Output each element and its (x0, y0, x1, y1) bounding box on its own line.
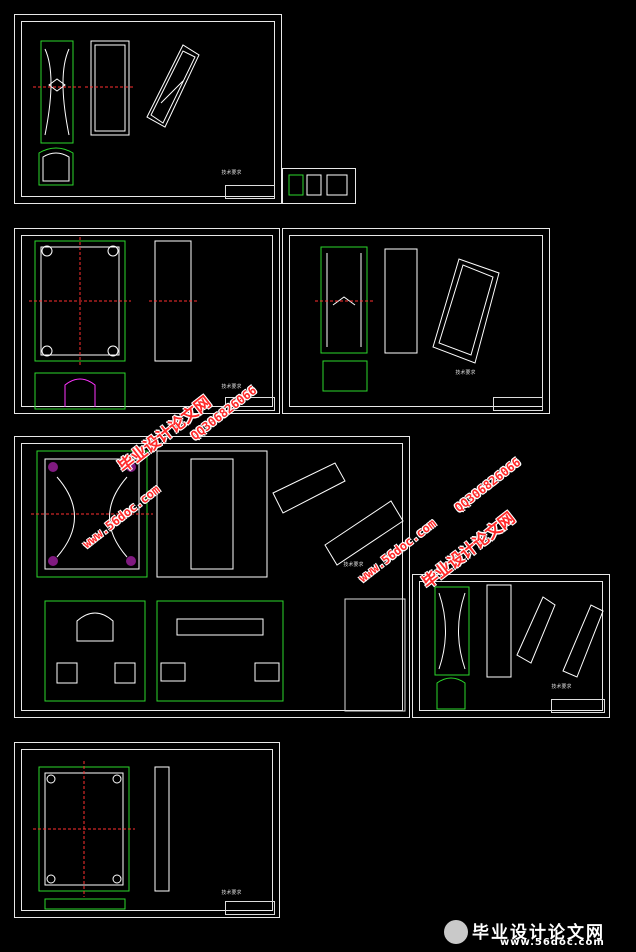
sheet-3-tech-note: 技术要求 (449, 363, 475, 384)
drawing-sheet-6: 技术要求 (14, 742, 280, 918)
sheet-5-tech-note: 技术要求 (545, 677, 571, 698)
sheet-2-drawing (29, 237, 197, 410)
sheet-3-drawing (315, 246, 500, 392)
sheet-5-title-block (551, 699, 605, 713)
sheet-6-inner-frame (21, 749, 273, 911)
sheet-1-inner-frame (21, 21, 275, 197)
sheet-4-drawing (31, 450, 406, 712)
brand-title: 毕业设计论文网 (472, 923, 605, 943)
sheet-4-note-title: 技术要求 (343, 562, 364, 568)
sheet-1-tech-note: 技术要求 (215, 163, 241, 184)
drawing-sheet-5: 技术要求 (412, 574, 610, 718)
sheet-1-title-block (225, 185, 275, 199)
sheet-5-note-title: 技术要求 (551, 684, 572, 690)
sheet-4-tech-note: 技术要求 (337, 555, 363, 576)
sheet-2-title-block (225, 397, 275, 411)
sheet-1-drawing (33, 40, 200, 186)
drawing-sheet-4: 技术要求 (14, 436, 410, 718)
drawing-sheet-2: 技术要求 (14, 228, 280, 414)
sheet-5-drawing (434, 584, 604, 710)
drawing-sheet-mini (282, 168, 356, 204)
drawing-sheet-1: 技术要求 (14, 14, 282, 204)
brand-logo-icon (444, 920, 468, 944)
sheet-6-title-block (225, 901, 275, 915)
footer-brand: 毕业设计论文网 www.56doc.com (440, 918, 630, 948)
sheet-6-note-title: 技术要求 (221, 890, 242, 896)
sheet-6-tech-note: 技术要求 (215, 883, 241, 904)
sheet-3-title-block (493, 397, 543, 411)
sheet-2-inner-frame (21, 235, 273, 407)
sheet-2-note-title: 技术要求 (221, 384, 242, 390)
sheet-3-note-title: 技术要求 (455, 370, 476, 376)
sheet-2-tech-note: 技术要求 (215, 377, 241, 398)
watermark-qq-2: QQ306826066 (452, 455, 524, 516)
brand-url: www.56doc.com (500, 937, 605, 948)
sheet-3-inner-frame (289, 235, 543, 407)
sheet-1-note-title: 技术要求 (221, 170, 242, 176)
sheet-6-drawing (33, 761, 170, 910)
drawing-sheet-3: 技术要求 (282, 228, 550, 414)
sheet-4-inner-frame (21, 443, 403, 711)
sheet-mini-drawing (288, 174, 348, 196)
sheet-5-inner-frame (419, 581, 603, 711)
